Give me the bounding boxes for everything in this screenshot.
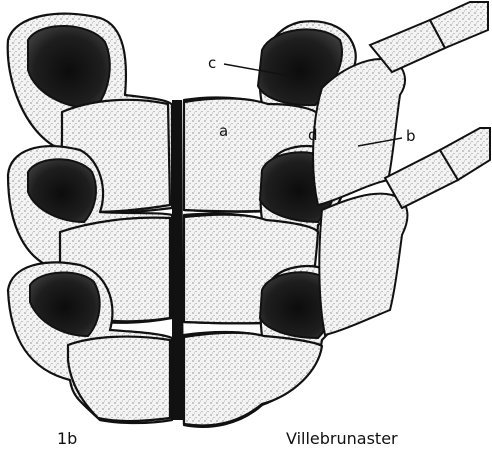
panel-label: 1b (57, 429, 77, 448)
label-d: d (308, 126, 318, 144)
median-groove (172, 100, 184, 420)
label-a: a (219, 122, 228, 140)
label-c: c (208, 54, 216, 72)
taxon-caption: Villebrunaster (286, 429, 398, 448)
label-b: b (406, 127, 416, 145)
